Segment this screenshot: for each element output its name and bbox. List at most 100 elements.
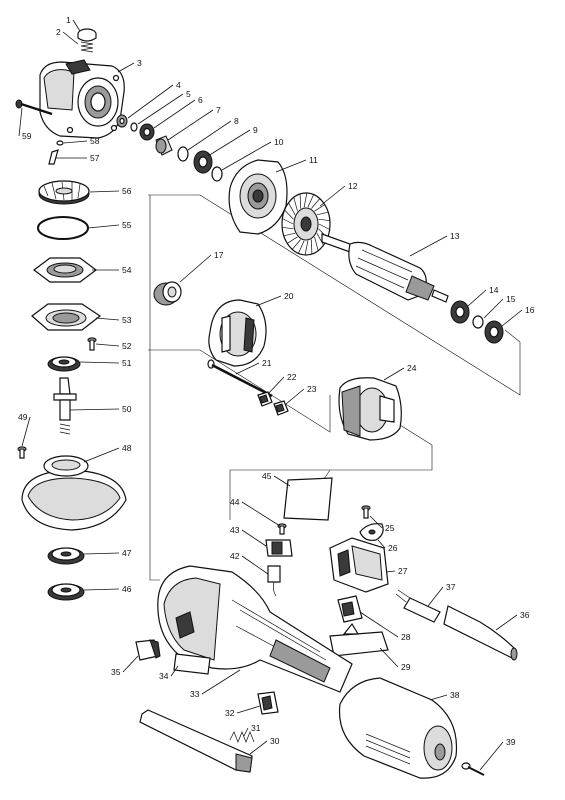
callout-label-37: 37 bbox=[446, 582, 456, 592]
part-17-insulation-washer bbox=[153, 281, 182, 306]
leader-line-51 bbox=[79, 361, 120, 364]
part-44-screw bbox=[277, 523, 287, 535]
leader-line-1 bbox=[72, 19, 81, 32]
part-5-ring bbox=[130, 122, 138, 132]
callout-label-29: 29 bbox=[401, 662, 411, 672]
leader-line-2 bbox=[62, 31, 79, 45]
assembly-guide-lines bbox=[148, 194, 521, 581]
part-59-screw bbox=[15, 99, 53, 116]
callout-label-44: 44 bbox=[230, 497, 240, 507]
callout-label-56: 56 bbox=[122, 186, 132, 196]
fan-blade bbox=[303, 192, 308, 208]
callout-label-22: 22 bbox=[287, 372, 297, 382]
fan-blade bbox=[287, 236, 298, 244]
callout-label-54: 54 bbox=[122, 265, 132, 275]
leader-line-11 bbox=[275, 159, 307, 173]
callout-label-42: 42 bbox=[230, 551, 240, 561]
callout-label-30: 30 bbox=[270, 736, 280, 746]
part-54-bearing-box bbox=[33, 257, 97, 283]
part-6-spiral-gear bbox=[139, 123, 155, 141]
part-4-bearing-small bbox=[116, 114, 128, 128]
part-31-spring bbox=[229, 731, 255, 743]
leader-line-15 bbox=[483, 298, 504, 319]
part-27-switch bbox=[329, 537, 389, 593]
fan-blade bbox=[288, 202, 296, 215]
callout-label-12: 12 bbox=[348, 181, 358, 191]
callout-label-20: 20 bbox=[284, 291, 294, 301]
fan-blade bbox=[282, 218, 294, 225]
callout-label-49: 49 bbox=[18, 412, 28, 422]
leader-line-22 bbox=[267, 376, 285, 395]
leader-line-42 bbox=[241, 555, 269, 575]
leader-line-37 bbox=[427, 586, 444, 607]
fan-blade bbox=[284, 209, 294, 220]
callout-label-43: 43 bbox=[230, 525, 240, 535]
leader-line-9 bbox=[207, 129, 251, 157]
part-58-o-ring bbox=[56, 140, 64, 146]
part-33-motor-housing bbox=[157, 565, 353, 693]
fan-blade bbox=[307, 194, 314, 208]
callout-label-24: 24 bbox=[407, 363, 417, 373]
leader-line-56 bbox=[89, 190, 120, 193]
callout-label-38: 38 bbox=[450, 690, 460, 700]
part-10-washer bbox=[211, 166, 223, 182]
callout-leader-lines bbox=[18, 19, 523, 771]
callout-label-26: 26 bbox=[388, 543, 398, 553]
leader-line-14 bbox=[467, 289, 487, 307]
leader-line-12 bbox=[319, 185, 346, 207]
callout-label-7: 7 bbox=[216, 105, 221, 115]
part-32-slide-holder bbox=[257, 691, 279, 715]
leader-line-39 bbox=[479, 741, 504, 771]
leader-line-3 bbox=[117, 62, 135, 73]
part-48-wheel-cover bbox=[21, 455, 127, 531]
callout-label-39: 39 bbox=[506, 737, 516, 747]
fan-blade bbox=[311, 239, 313, 255]
leader-line-31 bbox=[243, 727, 249, 737]
leader-line-50 bbox=[69, 408, 120, 411]
part-49-screw bbox=[17, 446, 27, 459]
callout-label-53: 53 bbox=[122, 315, 132, 325]
part-42-carbon-brush bbox=[267, 565, 281, 597]
part-21-long-screw bbox=[207, 359, 273, 398]
leader-line-44 bbox=[241, 501, 281, 527]
callout-label-32: 32 bbox=[225, 708, 235, 718]
part-23-fixing-clip bbox=[273, 400, 289, 416]
leader-line-16 bbox=[501, 309, 523, 327]
callout-label-14: 14 bbox=[489, 285, 499, 295]
part-37-cord bbox=[395, 589, 441, 623]
part-38-rear-cover bbox=[338, 677, 458, 779]
callout-label-16: 16 bbox=[525, 305, 535, 315]
part-28-switch-actuator bbox=[337, 595, 363, 623]
callout-label-1: 1 bbox=[66, 15, 71, 25]
part-25-screw bbox=[361, 505, 371, 519]
leader-line-43 bbox=[241, 529, 267, 547]
callout-label-36: 36 bbox=[520, 610, 530, 620]
part-43-brush-holder bbox=[265, 539, 293, 557]
leader-line-48 bbox=[83, 447, 120, 463]
fan-blade bbox=[283, 232, 296, 237]
fan-blade bbox=[318, 218, 330, 222]
part-52-screw bbox=[87, 337, 97, 351]
callout-label-52: 52 bbox=[122, 341, 132, 351]
leader-line-29 bbox=[379, 647, 399, 668]
part-36-cord-guard bbox=[443, 605, 518, 661]
leader-line-13 bbox=[409, 235, 448, 257]
callout-label-47: 47 bbox=[122, 548, 132, 558]
leader-line-53 bbox=[95, 317, 120, 321]
leader-line-28 bbox=[359, 611, 399, 638]
part-20-baffle-plate bbox=[208, 299, 267, 367]
part-9-ball-bearing bbox=[193, 150, 213, 174]
leader-line-52 bbox=[95, 343, 120, 347]
fan-blade bbox=[316, 211, 329, 216]
part-1-lock-button bbox=[77, 28, 97, 42]
part-46-lock-nut bbox=[47, 583, 85, 601]
callout-label-15: 15 bbox=[506, 294, 516, 304]
part-47-inner-flange bbox=[47, 547, 85, 565]
leader-line-7 bbox=[167, 109, 214, 141]
leader-line-27 bbox=[385, 570, 396, 573]
leader-line-8 bbox=[187, 120, 232, 151]
fan-blade bbox=[318, 223, 330, 230]
leader-line-35 bbox=[122, 655, 139, 673]
callout-label-4: 4 bbox=[176, 80, 181, 90]
